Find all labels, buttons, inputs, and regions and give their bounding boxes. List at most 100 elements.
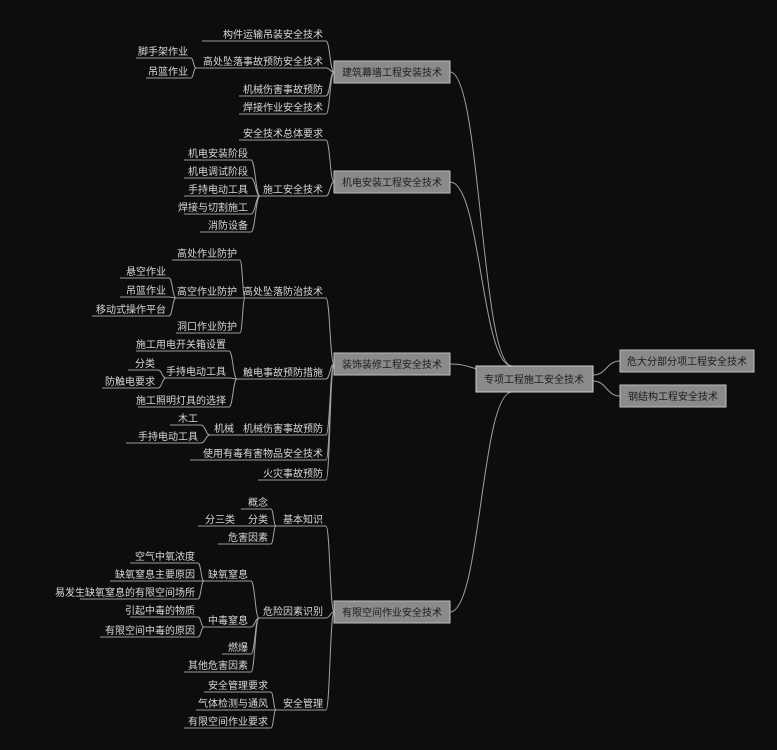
node-hypoxia[interactable]: 缺氧窒息: [204, 568, 251, 582]
node-power-tools-3-label: 手持电动工具: [138, 430, 198, 443]
node-oxygen-concentration[interactable]: 空气中氧浓度: [130, 550, 198, 564]
connector-19: [325, 297, 335, 365]
node-machinery[interactable]: 机械: [210, 422, 237, 436]
connector-4: [592, 360, 621, 376]
node-construction-safety[interactable]: 施工安全技术: [260, 183, 326, 197]
node-aerial-work-protection[interactable]: 高空作业防护: [176, 285, 240, 299]
connector-1: [449, 181, 513, 367]
node-gondola-work-label: 吊篮作业: [148, 65, 188, 78]
node-category[interactable]: 分类: [241, 513, 271, 527]
connector-26: [239, 297, 246, 334]
right-topic-hazardous[interactable]: 危大分部分项工程安全技术: [619, 349, 755, 373]
node-suspended-work-label: 悬空作业: [126, 265, 166, 278]
node-hypoxia-cause[interactable]: 缺氧窒息主要原因: [110, 568, 198, 582]
node-anti-shock[interactable]: 防触电要求: [102, 375, 158, 389]
connector-5: [592, 380, 621, 397]
node-safety-management-label: 安全管理: [283, 697, 323, 710]
node-toxic-substances[interactable]: 引起中毒的物质: [125, 604, 198, 618]
node-work-requirements[interactable]: 有限空间作业要求: [184, 715, 271, 729]
node-fire-prevention[interactable]: 火灾事故预防: [258, 467, 326, 481]
node-poisoning-cause-label: 有限空间中毒的原因: [105, 624, 195, 637]
node-gondola-work-2[interactable]: 吊篮作业: [120, 284, 169, 298]
connector-34: [157, 377, 167, 389]
node-basic-knowledge[interactable]: 基本知识: [276, 513, 326, 527]
node-carpentry-label: 木工: [178, 413, 198, 425]
node-power-tools-3[interactable]: 手持电动工具: [126, 430, 201, 444]
center-node[interactable]: 专项工程施工安全技术: [475, 365, 594, 393]
node-explosion[interactable]: 燃爆: [222, 641, 251, 655]
node-welding-safety[interactable]: 焊接作业安全技术: [239, 101, 326, 115]
connector-31: [228, 377, 238, 380]
node-opening-protection-label: 洞口作业防护: [177, 320, 237, 333]
node-scaffold-work[interactable]: 脚手架作业: [136, 45, 191, 59]
node-electric-shock-prevention[interactable]: 触电事故预防措施: [237, 366, 326, 380]
branch-curtain-wall[interactable]: 建筑幕墙工程安装技术: [333, 60, 451, 84]
connector-9: [325, 71, 335, 115]
right-topic-steel[interactable]: 钢结构工程安全技术: [619, 384, 727, 408]
node-fall-control-label: 高处坠落防治技术: [243, 285, 323, 298]
node-mechanical-injury-0[interactable]: 机械伤害事故预防: [239, 83, 326, 97]
connector-39: [325, 611, 335, 619]
node-mep-install-label: 机电安装阶段: [188, 147, 248, 160]
node-other-hazards[interactable]: 其他危害因素: [184, 659, 251, 673]
branch-decoration[interactable]: 装饰装修工程安全技术: [333, 352, 451, 376]
node-hypoxia-locations-label: 易发生缺氧窒息的有限空间场所: [55, 586, 195, 599]
node-power-tools-2[interactable]: 手持电动工具: [166, 365, 229, 379]
node-category-label: 分类: [248, 513, 268, 526]
connector-layer: [157, 40, 621, 729]
node-fall-prevention[interactable]: 高处坠落事故预防安全技术: [196, 55, 326, 69]
node-suspended-work[interactable]: 悬空作业: [120, 265, 169, 279]
node-hazard-factors[interactable]: 危害因素: [218, 531, 271, 545]
node-management-requirements[interactable]: 安全管理要求: [204, 679, 271, 693]
branch-confined-space[interactable]: 有限空间作业安全技术: [333, 600, 451, 624]
node-hazard-factors-label: 危害因素: [228, 531, 268, 544]
node-carpentry[interactable]: 木工: [170, 413, 201, 426]
node-toxic-materials[interactable]: 使用有毒有害物品安全技术: [190, 447, 326, 461]
node-lighting-selection[interactable]: 施工照明灯具的选择: [136, 394, 229, 408]
node-poisoning[interactable]: 中毒窒息: [204, 614, 251, 628]
node-high-work-protection[interactable]: 高处作业防护: [172, 247, 240, 261]
node-mep-debug[interactable]: 机电调试阶段: [184, 165, 251, 179]
connector-10: [190, 57, 197, 69]
node-welding-cutting[interactable]: 焊接与切割施工: [178, 201, 251, 215]
node-risk-identification[interactable]: 危险因素识别: [259, 605, 326, 619]
node-component-lifting[interactable]: 构件运输吊装安全技术: [202, 28, 326, 42]
node-mobile-platform[interactable]: 移动式操作平台: [92, 303, 169, 317]
connector-6: [325, 40, 335, 73]
node-aerial-work-protection-label: 高空作业防护: [177, 285, 237, 298]
node-mechanical-injury-0-label: 机械伤害事故预防: [243, 83, 323, 96]
node-concept[interactable]: 概念: [241, 496, 271, 510]
connector-15: [250, 177, 261, 197]
node-component-lifting-label: 构件运输吊装安全技术: [223, 28, 323, 41]
connector-7: [325, 67, 335, 73]
connector-14: [250, 159, 261, 197]
node-three-types[interactable]: 分三类: [198, 513, 238, 527]
branch-mep[interactable]: 机电安装工程安全技术: [333, 170, 451, 194]
node-gas-detection[interactable]: 气体检测与通风: [196, 697, 271, 711]
branch-mep-label: 机电安装工程安全技术: [342, 176, 442, 189]
node-classification[interactable]: 分类: [128, 357, 158, 371]
node-fall-control[interactable]: 高处坠落防治技术: [243, 285, 326, 299]
node-safety-management[interactable]: 安全管理: [276, 697, 326, 711]
node-gondola-work[interactable]: 吊篮作业: [146, 65, 191, 79]
node-fall-prevention-label: 高处坠落事故预防安全技术: [203, 55, 323, 68]
node-welding-cutting-label: 焊接与切割施工: [178, 201, 248, 214]
right-topic-hazardous-label: 危大分部分项工程安全技术: [627, 355, 747, 368]
node-fire-equipment[interactable]: 消防设备: [200, 219, 251, 233]
node-switchbox[interactable]: 施工用电开关箱设置: [136, 338, 229, 352]
node-oxygen-concentration-label: 空气中氧浓度: [135, 550, 195, 563]
connector-32: [228, 378, 238, 408]
node-opening-protection[interactable]: 洞口作业防护: [176, 320, 240, 334]
node-general-requirements[interactable]: 安全技术总体要求: [239, 127, 326, 141]
node-gondola-work-2-label: 吊篮作业: [126, 284, 166, 297]
node-explosion-label: 燃爆: [228, 641, 248, 654]
node-poisoning-cause[interactable]: 有限空间中毒的原因: [100, 624, 198, 638]
connector-27: [168, 277, 177, 299]
node-mechanical-injury-2[interactable]: 机械伤害事故预防: [242, 422, 326, 436]
node-hypoxia-locations[interactable]: 易发生缺氧窒息的有限空间场所: [55, 586, 198, 600]
node-mep-install[interactable]: 机电安装阶段: [184, 147, 251, 161]
connector-11: [190, 67, 197, 79]
node-power-tools-1[interactable]: 手持电动工具: [184, 183, 251, 197]
node-switchbox-label: 施工用电开关箱设置: [136, 338, 226, 351]
